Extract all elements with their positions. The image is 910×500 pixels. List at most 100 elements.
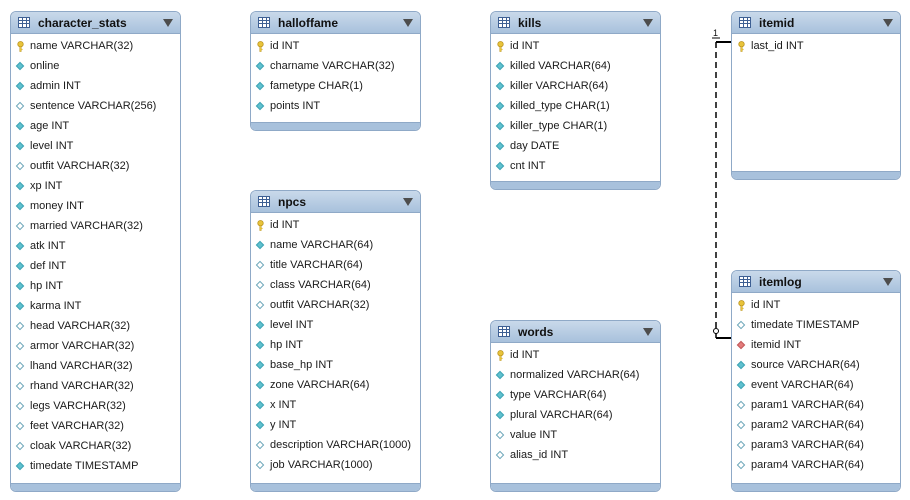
collapse-arrow-icon[interactable]	[883, 278, 893, 286]
column-row[interactable]: timedate TIMESTAMP	[732, 315, 900, 335]
column-row[interactable]: outfit VARCHAR(32)	[11, 156, 180, 176]
column-row[interactable]: money INT	[11, 196, 180, 216]
column-row[interactable]: last_id INT	[732, 36, 900, 56]
column-label: money INT	[30, 200, 84, 212]
column-label: id INT	[270, 40, 300, 52]
column-row[interactable]: param2 VARCHAR(64)	[732, 415, 900, 435]
column-row[interactable]: outfit VARCHAR(32)	[251, 295, 420, 315]
collapse-arrow-icon[interactable]	[163, 19, 173, 27]
optional-marker	[713, 328, 719, 334]
column-row[interactable]: legs VARCHAR(32)	[11, 396, 180, 416]
column-row[interactable]: param3 VARCHAR(64)	[732, 435, 900, 455]
column-row[interactable]: title VARCHAR(64)	[251, 255, 420, 275]
column-row[interactable]: killer_type CHAR(1)	[491, 116, 660, 136]
column-row[interactable]: age INT	[11, 116, 180, 136]
column-row[interactable]: cloak VARCHAR(32)	[11, 436, 180, 456]
table-header[interactable]: character_stats	[11, 12, 180, 34]
column-row[interactable]: lhand VARCHAR(32)	[11, 356, 180, 376]
column-row[interactable]: itemid INT	[732, 335, 900, 355]
table-itemid[interactable]: itemid last_id INT	[731, 11, 901, 180]
table-words[interactable]: words id INT normalized VARCHAR(64) type V…	[490, 320, 661, 492]
column-row[interactable]: hp INT	[11, 276, 180, 296]
column-row[interactable]: y INT	[251, 415, 420, 435]
column-row[interactable]: rhand VARCHAR(32)	[11, 376, 180, 396]
column-row[interactable]: id INT	[251, 36, 420, 56]
table-icon	[739, 17, 751, 28]
column-row[interactable]: x INT	[251, 395, 420, 415]
relationship-line[interactable]	[712, 37, 731, 339]
column-row[interactable]: id INT	[732, 295, 900, 315]
column-row[interactable]: killer VARCHAR(64)	[491, 76, 660, 96]
column-row[interactable]: id INT	[251, 215, 420, 235]
column-row[interactable]: source VARCHAR(64)	[732, 355, 900, 375]
column-row[interactable]: def INT	[11, 256, 180, 276]
column-row[interactable]: sentence VARCHAR(256)	[11, 96, 180, 116]
column-row[interactable]: karma INT	[11, 296, 180, 316]
column-row[interactable]: value INT	[491, 425, 660, 445]
column-row[interactable]: charname VARCHAR(32)	[251, 56, 420, 76]
table-header[interactable]: itemid	[732, 12, 900, 34]
table-footer	[732, 171, 900, 179]
column-row[interactable]: married VARCHAR(32)	[11, 216, 180, 236]
collapse-arrow-icon[interactable]	[403, 198, 413, 206]
collapse-arrow-icon[interactable]	[643, 328, 653, 336]
column-label: job VARCHAR(1000)	[270, 459, 373, 471]
table-header[interactable]: halloffame	[251, 12, 420, 34]
column-row[interactable]: online	[11, 56, 180, 76]
table-title: halloffame	[278, 15, 339, 30]
collapse-arrow-icon[interactable]	[883, 19, 893, 27]
column-row[interactable]: alias_id INT	[491, 445, 660, 465]
table-header[interactable]: npcs	[251, 191, 420, 213]
column-row[interactable]: param1 VARCHAR(64)	[732, 395, 900, 415]
table-header[interactable]: itemlog	[732, 271, 900, 293]
column-row[interactable]: level INT	[11, 136, 180, 156]
column-row[interactable]: timedate TIMESTAMP	[11, 456, 180, 476]
column-row[interactable]: class VARCHAR(64)	[251, 275, 420, 295]
column-row[interactable]: base_hp INT	[251, 355, 420, 375]
column-row[interactable]: name VARCHAR(32)	[11, 36, 180, 56]
column-label: normalized VARCHAR(64)	[510, 369, 640, 381]
column-row[interactable]: admin INT	[11, 76, 180, 96]
column-label: description VARCHAR(1000)	[270, 439, 412, 451]
column-label: points INT	[270, 100, 321, 112]
column-row[interactable]: level INT	[251, 315, 420, 335]
column-row[interactable]: points INT	[251, 96, 420, 116]
column-row[interactable]: plural VARCHAR(64)	[491, 405, 660, 425]
column-row[interactable]: hp INT	[251, 335, 420, 355]
table-footer	[251, 483, 420, 491]
column-row[interactable]: feet VARCHAR(32)	[11, 416, 180, 436]
table-icon	[258, 17, 270, 28]
column-row[interactable]: fametype CHAR(1)	[251, 76, 420, 96]
column-row[interactable]: type VARCHAR(64)	[491, 385, 660, 405]
collapse-arrow-icon[interactable]	[403, 19, 413, 27]
column-row[interactable]: cnt INT	[491, 156, 660, 176]
column-label: value INT	[510, 429, 558, 441]
column-row[interactable]: killed VARCHAR(64)	[491, 56, 660, 76]
column-row[interactable]: job VARCHAR(1000)	[251, 455, 420, 475]
column-row[interactable]: armor VARCHAR(32)	[11, 336, 180, 356]
column-row[interactable]: xp INT	[11, 176, 180, 196]
column-row[interactable]: atk INT	[11, 236, 180, 256]
table-title: itemlog	[759, 274, 802, 289]
column-row[interactable]: description VARCHAR(1000)	[251, 435, 420, 455]
column-row[interactable]: normalized VARCHAR(64)	[491, 365, 660, 385]
column-row[interactable]: killed_type CHAR(1)	[491, 96, 660, 116]
key-icon	[734, 299, 748, 311]
column-row[interactable]: id INT	[491, 345, 660, 365]
column-row[interactable]: param4 VARCHAR(64)	[732, 455, 900, 475]
column-row[interactable]: id INT	[491, 36, 660, 56]
column-row[interactable]: day DATE	[491, 136, 660, 156]
column-row[interactable]: head VARCHAR(32)	[11, 316, 180, 336]
column-row[interactable]: event VARCHAR(64)	[732, 375, 900, 395]
collapse-arrow-icon[interactable]	[643, 19, 653, 27]
table-halloffame[interactable]: halloffame id INT charname VARCHAR(32)fam…	[250, 11, 421, 131]
table-header[interactable]: words	[491, 321, 660, 343]
table-header[interactable]: kills	[491, 12, 660, 34]
column-row[interactable]: name VARCHAR(64)	[251, 235, 420, 255]
column-row[interactable]: zone VARCHAR(64)	[251, 375, 420, 395]
